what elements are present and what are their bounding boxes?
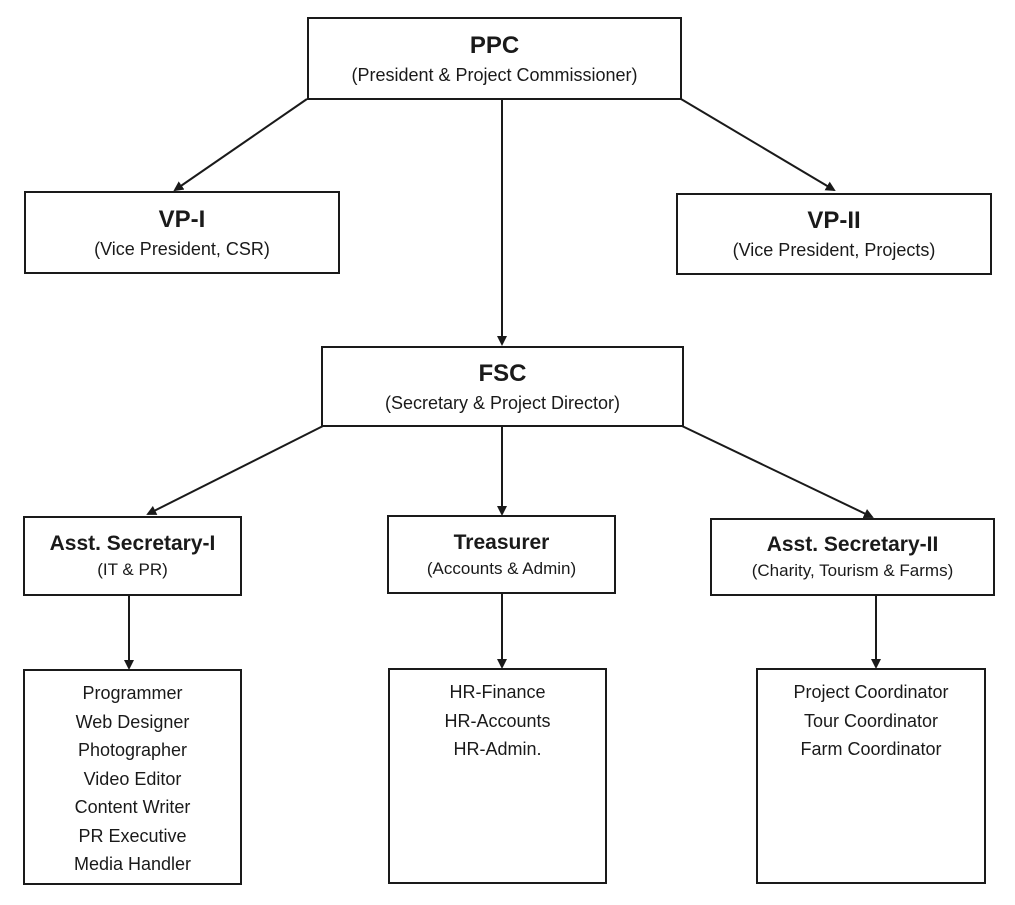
staff-item: Video Editor <box>83 768 182 789</box>
staff-item: HR-Finance <box>449 682 546 702</box>
staff-item: Web Designer <box>75 711 190 732</box>
node-subtitle: (IT & PR) <box>97 560 168 579</box>
staff-list-asst-secretary-1: Programmer Web Designer Photographer Vid… <box>23 669 242 885</box>
staff-item: Photographer <box>77 740 188 760</box>
node-title: PPC <box>469 31 520 59</box>
node-subtitle: (Vice President, Projects) <box>732 240 936 260</box>
node-vp1: VP-I (Vice President, CSR) <box>24 191 340 274</box>
staff-item: PR Executive <box>78 825 187 846</box>
staff-item: HR-Admin. <box>453 739 542 759</box>
node-subtitle: (Vice President, CSR) <box>94 238 270 259</box>
staff-item: Farm Coordinator <box>800 739 942 759</box>
node-subtitle: (Secretary & Project Director) <box>384 392 621 413</box>
node-title: VP-II <box>807 207 861 234</box>
staff-list-treasurer: HR-Finance HR-Accounts HR-Admin. <box>388 668 607 884</box>
node-title: FSC <box>478 359 527 387</box>
edge-ppc-vp2 <box>680 98 836 192</box>
node-asst-secretary-2: Asst. Secretary-II (Charity, Tourism & F… <box>710 518 995 596</box>
node-fsc: FSC (Secretary & Project Director) <box>321 346 684 427</box>
node-title: Treasurer <box>453 530 550 554</box>
node-ppc: PPC (President & Project Commissioner) <box>307 17 682 100</box>
staff-list-asst-secretary-2: Project Coordinator Tour Coordinator Far… <box>756 668 986 884</box>
node-treasurer: Treasurer (Accounts & Admin) <box>387 515 616 594</box>
node-subtitle: (President & Project Commissioner) <box>351 64 638 85</box>
edge-fsc-as2 <box>681 425 874 519</box>
staff-item: Tour Coordinator <box>803 710 939 731</box>
edge-ppc-vp1 <box>173 98 308 192</box>
node-subtitle: (Accounts & Admin) <box>426 558 577 578</box>
staff-item: HR-Accounts <box>444 710 551 731</box>
node-subtitle: (Charity, Tourism & Farms) <box>751 561 954 580</box>
node-title: Asst. Secretary-I <box>49 532 216 555</box>
edge-fsc-as1 <box>146 425 324 515</box>
node-vp2: VP-II (Vice President, Projects) <box>676 193 992 275</box>
staff-item: Media Handler <box>73 854 192 874</box>
staff-item: Content Writer <box>74 797 191 817</box>
node-title: Asst. Secretary-II <box>766 533 939 556</box>
node-asst-secretary-1: Asst. Secretary-I (IT & PR) <box>23 516 242 596</box>
staff-item: Project Coordinator <box>793 682 949 702</box>
staff-item: Programmer <box>82 683 183 703</box>
node-title: VP-I <box>158 205 206 233</box>
